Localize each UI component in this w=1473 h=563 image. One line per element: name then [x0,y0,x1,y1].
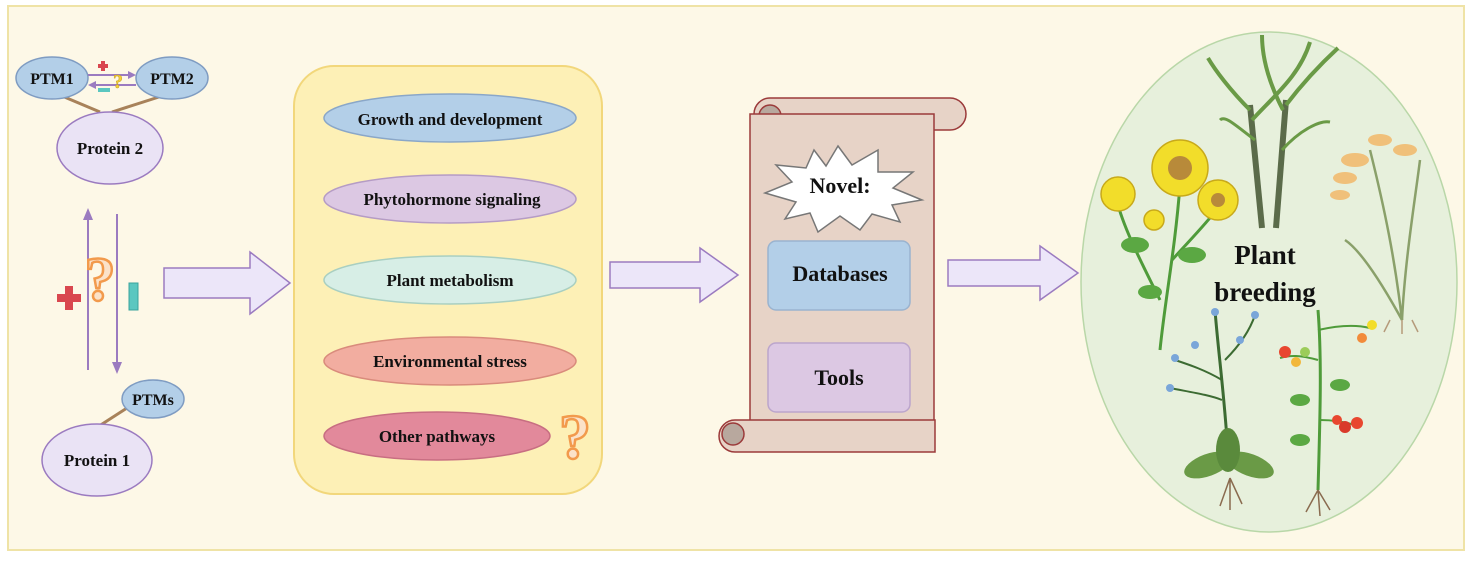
protein1-node [41,423,153,497]
ptms-node [121,379,185,419]
ptm1-label: PTM1 [30,71,74,88]
question-icon: ? [85,246,116,314]
flow-arrow-2 [609,246,740,304]
scroll-bottom-roll [718,419,936,453]
up-arrowhead [83,208,93,220]
protein1-label: Protein 1 [64,451,130,470]
crosstalk-back-arrowhead [88,81,96,89]
flow-arrow-3 [947,244,1080,302]
scroll-bottom-curl [721,422,745,446]
flow-arrow-1 [163,250,292,316]
protein2-node [56,111,164,185]
pathway-label-metabolism: Plant metabolism [386,271,513,290]
ptms-label: PTMs [132,392,174,409]
small-minus-icon [98,88,110,92]
pathways-question-icon: ? [559,401,591,472]
ptm2-link [111,94,163,114]
small-plus-icon [98,61,108,71]
novel-starburst [762,144,925,234]
pathway-oval-growth [323,93,577,143]
ptm-section: PTM1 PTM2 ? Protein 2 ? PTMs Protein 1 [15,56,209,497]
tools-box [767,342,911,413]
ptm2-label: PTM2 [150,71,194,88]
crosstalk-forward-arrowhead [128,71,136,79]
plant-breeding-section: Plant breeding [1080,31,1458,533]
plus-icon [57,286,81,310]
pathway-label-phytohormone: Phytohormone signaling [363,190,541,209]
ptm2-node [135,56,209,100]
tomato-illustration [1279,309,1377,517]
pathway-label-stress: Environmental stress [373,352,527,371]
tools-label: Tools [814,365,864,390]
pathways-panel: Growth and development Phytohormone sign… [293,65,603,495]
pathway-label-growth: Growth and development [358,110,543,129]
breeding-label-line1: Plant [1234,240,1296,270]
databases-label: Databases [792,261,888,286]
breeding-label-line2: breeding [1214,277,1316,307]
pathway-oval-stress [323,336,577,386]
sunflower-illustration [1100,139,1239,351]
pathway-oval-phytohormone [323,174,577,224]
pathway-label-other: Other pathways [379,427,496,446]
pathway-oval-other [323,411,551,461]
protein2-label: Protein 2 [77,139,143,158]
arabidopsis-illustration [1166,308,1274,510]
sugarcane-illustration [1206,34,1340,229]
rice-illustration [1330,134,1422,334]
ptm1-link [61,94,101,114]
minus-icon [128,282,139,311]
down-arrowhead [112,362,122,374]
ptm1-node [15,56,89,100]
pathway-oval-metabolism [323,255,577,305]
databases-box [767,240,911,311]
small-question-icon: ? [113,71,123,93]
novel-label: Novel: [809,173,870,198]
novel-scroll: Novel: Databases Tools [718,97,967,453]
